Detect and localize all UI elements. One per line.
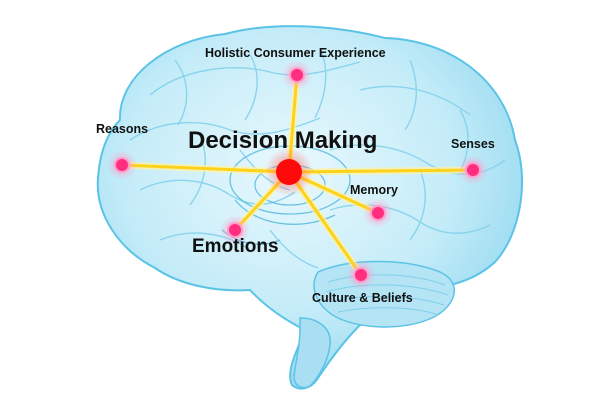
node-label-senses: Senses: [451, 137, 495, 151]
node-dot-reasons: [114, 157, 130, 173]
hub-dot: [276, 159, 302, 185]
connector-reasons: [120, 163, 291, 174]
node-label-holistic: Holistic Consumer Experience: [205, 46, 386, 60]
node-dot-culture: [353, 267, 369, 283]
node-markers: [107, 60, 488, 290]
node-label-memory: Memory: [350, 183, 398, 197]
node-dot-senses: [465, 162, 481, 178]
node-label-reasons: Reasons: [96, 122, 149, 136]
node-label-emotions: Emotions: [192, 236, 279, 257]
node-label-culture: Culture & Beliefs: [312, 291, 413, 305]
center-label: Decision Making: [188, 127, 378, 154]
node-dot-emotions: [227, 222, 243, 238]
cerebellum-folds: [325, 274, 449, 315]
connector-senses: [287, 168, 475, 174]
node-dot-holistic: [289, 67, 305, 83]
brain-stem: [293, 317, 331, 389]
node-dot-memory: [370, 205, 386, 221]
